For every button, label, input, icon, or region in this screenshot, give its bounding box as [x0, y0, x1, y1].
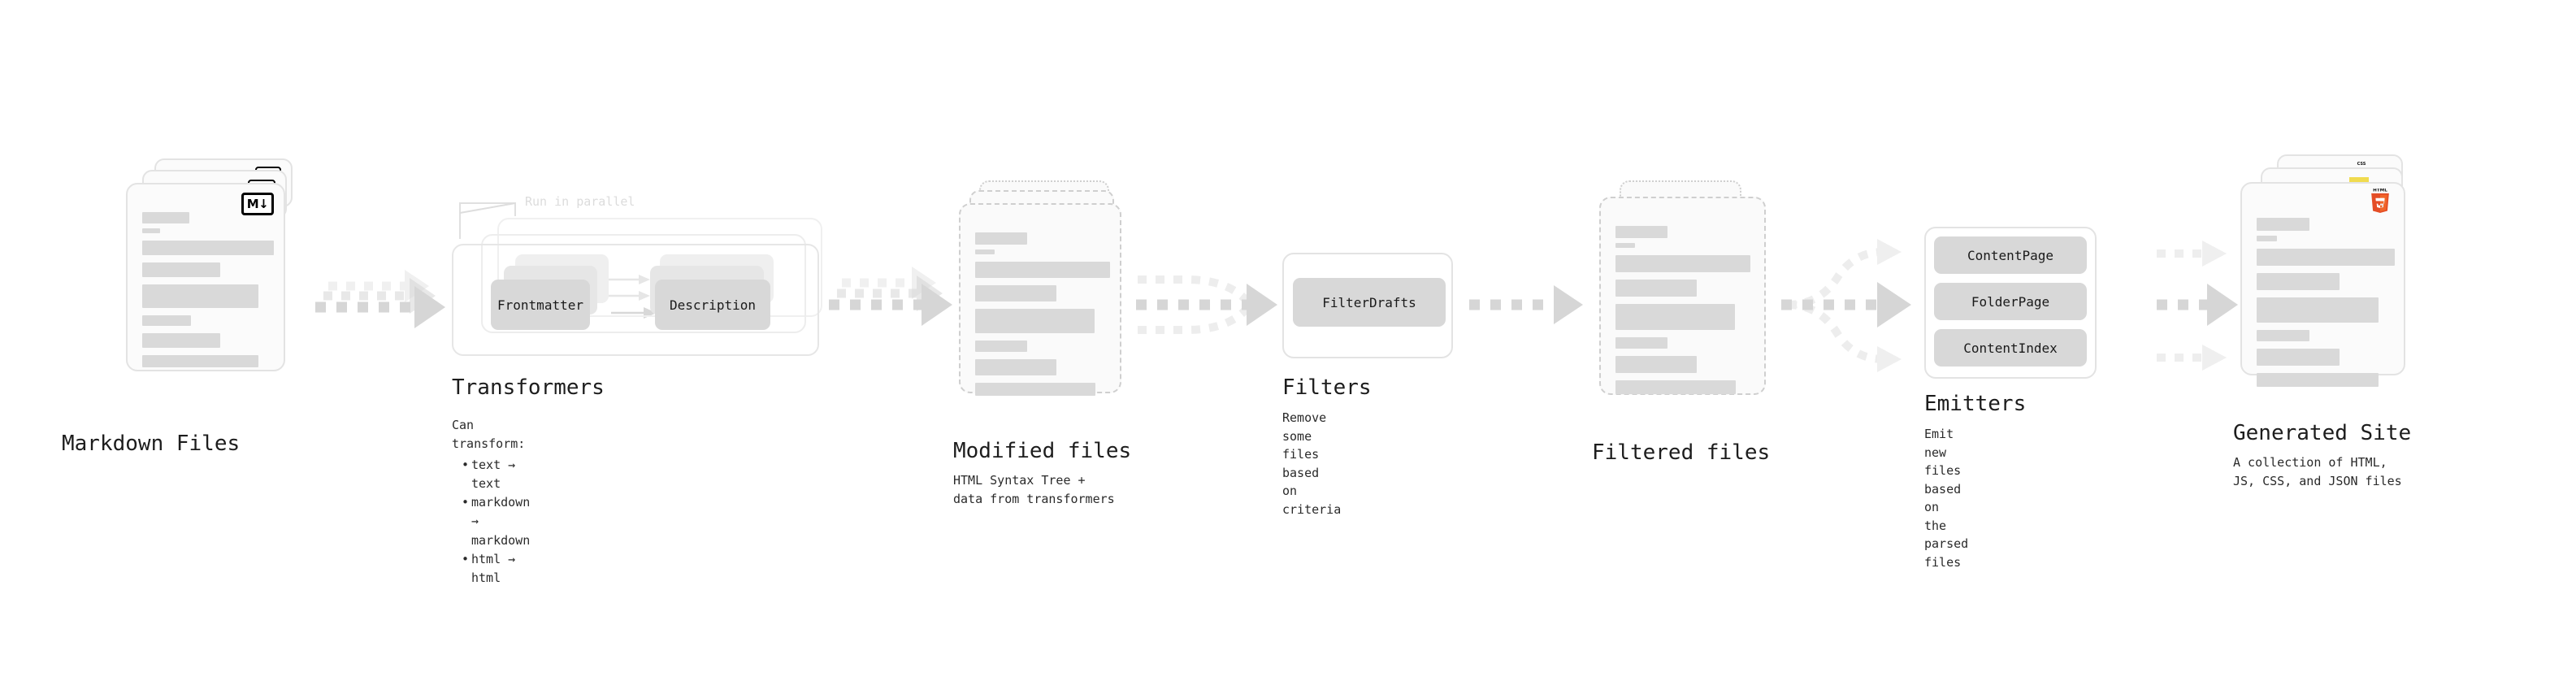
generated-site-card-html: HTML — [2240, 182, 2405, 387]
content-bar — [1615, 226, 1667, 238]
emitters-description: Emit new files based on the parsed files — [1924, 427, 1969, 570]
content-bar — [1615, 380, 1736, 394]
transformer-group-box-front — [452, 244, 819, 356]
connector-modified-to-filters — [1136, 275, 1277, 334]
connector-filtered-to-emitters — [1781, 239, 1911, 372]
stage-title-filters: Filters — [1282, 375, 1372, 400]
emitters-group-box — [1924, 227, 2097, 379]
markdown-file-stack: M↓ M↓ M↓ — [122, 158, 309, 378]
transformers-bullet-0: text → text — [462, 456, 530, 494]
content-bar — [2257, 273, 2340, 290]
modified-files-description: HTML Syntax Tree + data from transformer… — [953, 473, 1115, 506]
content-bar — [975, 309, 1095, 333]
stage-title-transformers: Transformers — [452, 375, 605, 400]
content-bar — [1615, 337, 1667, 349]
file-content-placeholder — [142, 212, 274, 367]
emitter-chip-contentpage[interactable]: ContentPage — [1934, 236, 2087, 274]
content-bar — [142, 315, 191, 326]
content-bar — [975, 285, 1056, 301]
content-bar — [975, 340, 1027, 352]
stage-title-generated-site: Generated Site — [2233, 421, 2412, 445]
file-content-placeholder — [2257, 218, 2395, 387]
content-bar — [975, 232, 1027, 245]
stage-title-filtered-files: Filtered files — [1592, 440, 1771, 465]
filter-chip-filterdrafts[interactable]: FilterDrafts — [1293, 278, 1446, 327]
transformers-lead: Can transform: — [452, 418, 526, 452]
content-bar — [142, 333, 220, 348]
content-bar — [975, 359, 1056, 375]
emitter-chip-folderpage[interactable]: FolderPage — [1934, 283, 2087, 320]
generated-site-description: A collection of HTML, JS, CSS, and JSON … — [2233, 455, 2402, 488]
filtered-file-stack — [1595, 180, 1782, 400]
content-bar — [1615, 243, 1635, 248]
transformer-group-box-mid — [481, 234, 806, 333]
content-bar — [2257, 249, 2395, 266]
content-bar — [2257, 330, 2309, 341]
transformers-bullet-2: html → html — [462, 550, 530, 588]
stage-modified-files: Modified files HTML Syntax Tree + data f… — [953, 180, 1142, 506]
content-bar — [142, 262, 220, 277]
content-bar — [2257, 236, 2277, 241]
stage-generated-site: CSS HTML — [2233, 154, 2431, 488]
content-bar — [2257, 218, 2309, 231]
content-bar — [2257, 349, 2340, 366]
content-bar — [142, 284, 258, 308]
file-content-placeholder — [975, 232, 1110, 396]
content-bar — [975, 383, 1095, 396]
connector-filters-to-filtered — [1469, 285, 1583, 324]
filtered-file-card-front — [1599, 197, 1766, 395]
content-bar — [142, 212, 189, 223]
emitter-chip-contentindex[interactable]: ContentIndex — [1934, 329, 2087, 367]
connector-transformers-to-modified — [829, 267, 952, 326]
modified-file-card-front — [959, 203, 1121, 396]
stage-title-modified-files: Modified files — [953, 439, 1132, 463]
modified-file-stack — [955, 180, 1142, 400]
stage-title-markdown-files: Markdown Files — [62, 432, 241, 456]
transformers-bullet-1: markdown → markdown — [462, 493, 530, 550]
content-bar — [142, 228, 160, 233]
content-bar — [1615, 280, 1697, 297]
generated-site-file-stack: CSS HTML — [2236, 154, 2431, 387]
content-bar — [2257, 373, 2379, 387]
content-bar — [1615, 255, 1750, 272]
connector-emitters-to-site — [2157, 241, 2238, 371]
run-in-parallel-label: Run in parallel — [525, 194, 635, 209]
content-bar — [975, 262, 1110, 278]
content-bar — [2257, 297, 2379, 323]
file-content-placeholder — [1615, 226, 1751, 394]
transformers-bullet-list: text → text markdown → markdown html → h… — [452, 456, 530, 588]
connector-markdown-to-transformers — [315, 270, 445, 328]
svg-text:HTML: HTML — [2373, 189, 2387, 193]
stage-markdown-files: M↓ M↓ M↓ Markdown Files — [62, 158, 309, 456]
stage-filtered-files: Filtered files — [1592, 180, 1782, 465]
stage-title-emitters: Emitters — [1924, 392, 2027, 416]
transformers-description: Can transform: text → text markdown → ma… — [452, 416, 530, 588]
transformer-chip-description[interactable]: Description — [655, 280, 770, 330]
filters-description: Remove some files based on criteria — [1282, 410, 1342, 517]
content-bar — [142, 355, 258, 367]
content-bar — [1615, 304, 1735, 330]
content-bar — [975, 249, 995, 254]
html5-icon: HTML — [2368, 189, 2392, 216]
transformer-chip-frontmatter[interactable]: Frontmatter — [491, 280, 590, 330]
content-bar — [142, 241, 274, 255]
markdown-file-card-front: M↓ — [126, 183, 285, 371]
filters-group-box — [1282, 253, 1453, 358]
markdown-badge-icon: M↓ — [241, 193, 274, 215]
css-icon-label: CSS — [2357, 162, 2366, 167]
content-bar — [1615, 356, 1697, 373]
